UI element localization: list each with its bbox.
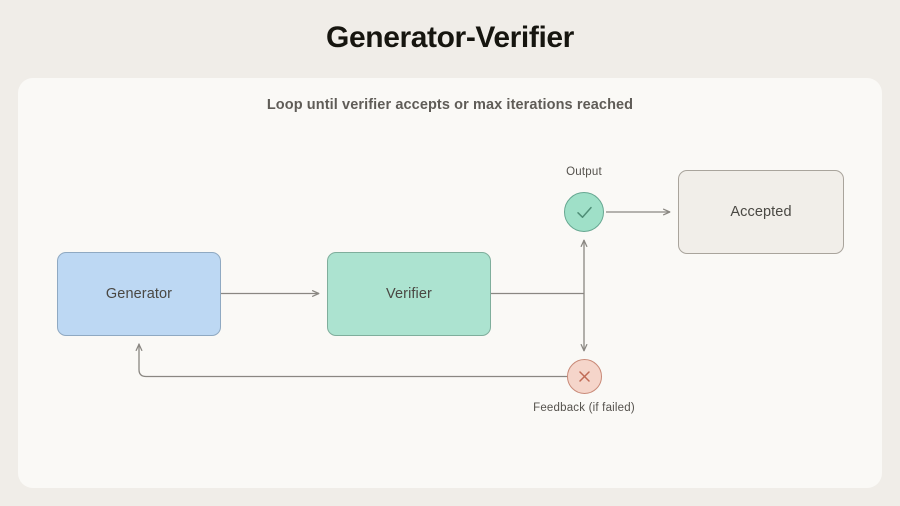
node-verifier-label: Verifier bbox=[386, 286, 432, 302]
node-feedback-label: Feedback (if failed) bbox=[533, 402, 635, 414]
node-generator-label: Generator bbox=[105, 286, 173, 302]
node-output-label: Output bbox=[566, 166, 602, 178]
check-icon bbox=[576, 206, 592, 218]
node-feedback[interactable] bbox=[567, 359, 602, 394]
node-accepted[interactable]: Accepted bbox=[678, 170, 844, 254]
node-accepted-label: Accepted bbox=[730, 204, 792, 220]
x-icon bbox=[579, 371, 590, 382]
diagram-subtitle: Loop until verifier accepts or max itera… bbox=[266, 97, 634, 113]
node-generator[interactable]: Generator bbox=[57, 252, 221, 336]
page-title: Generator-Verifier bbox=[326, 21, 574, 54]
node-verifier[interactable]: Verifier bbox=[327, 252, 491, 336]
node-output[interactable] bbox=[564, 192, 604, 232]
